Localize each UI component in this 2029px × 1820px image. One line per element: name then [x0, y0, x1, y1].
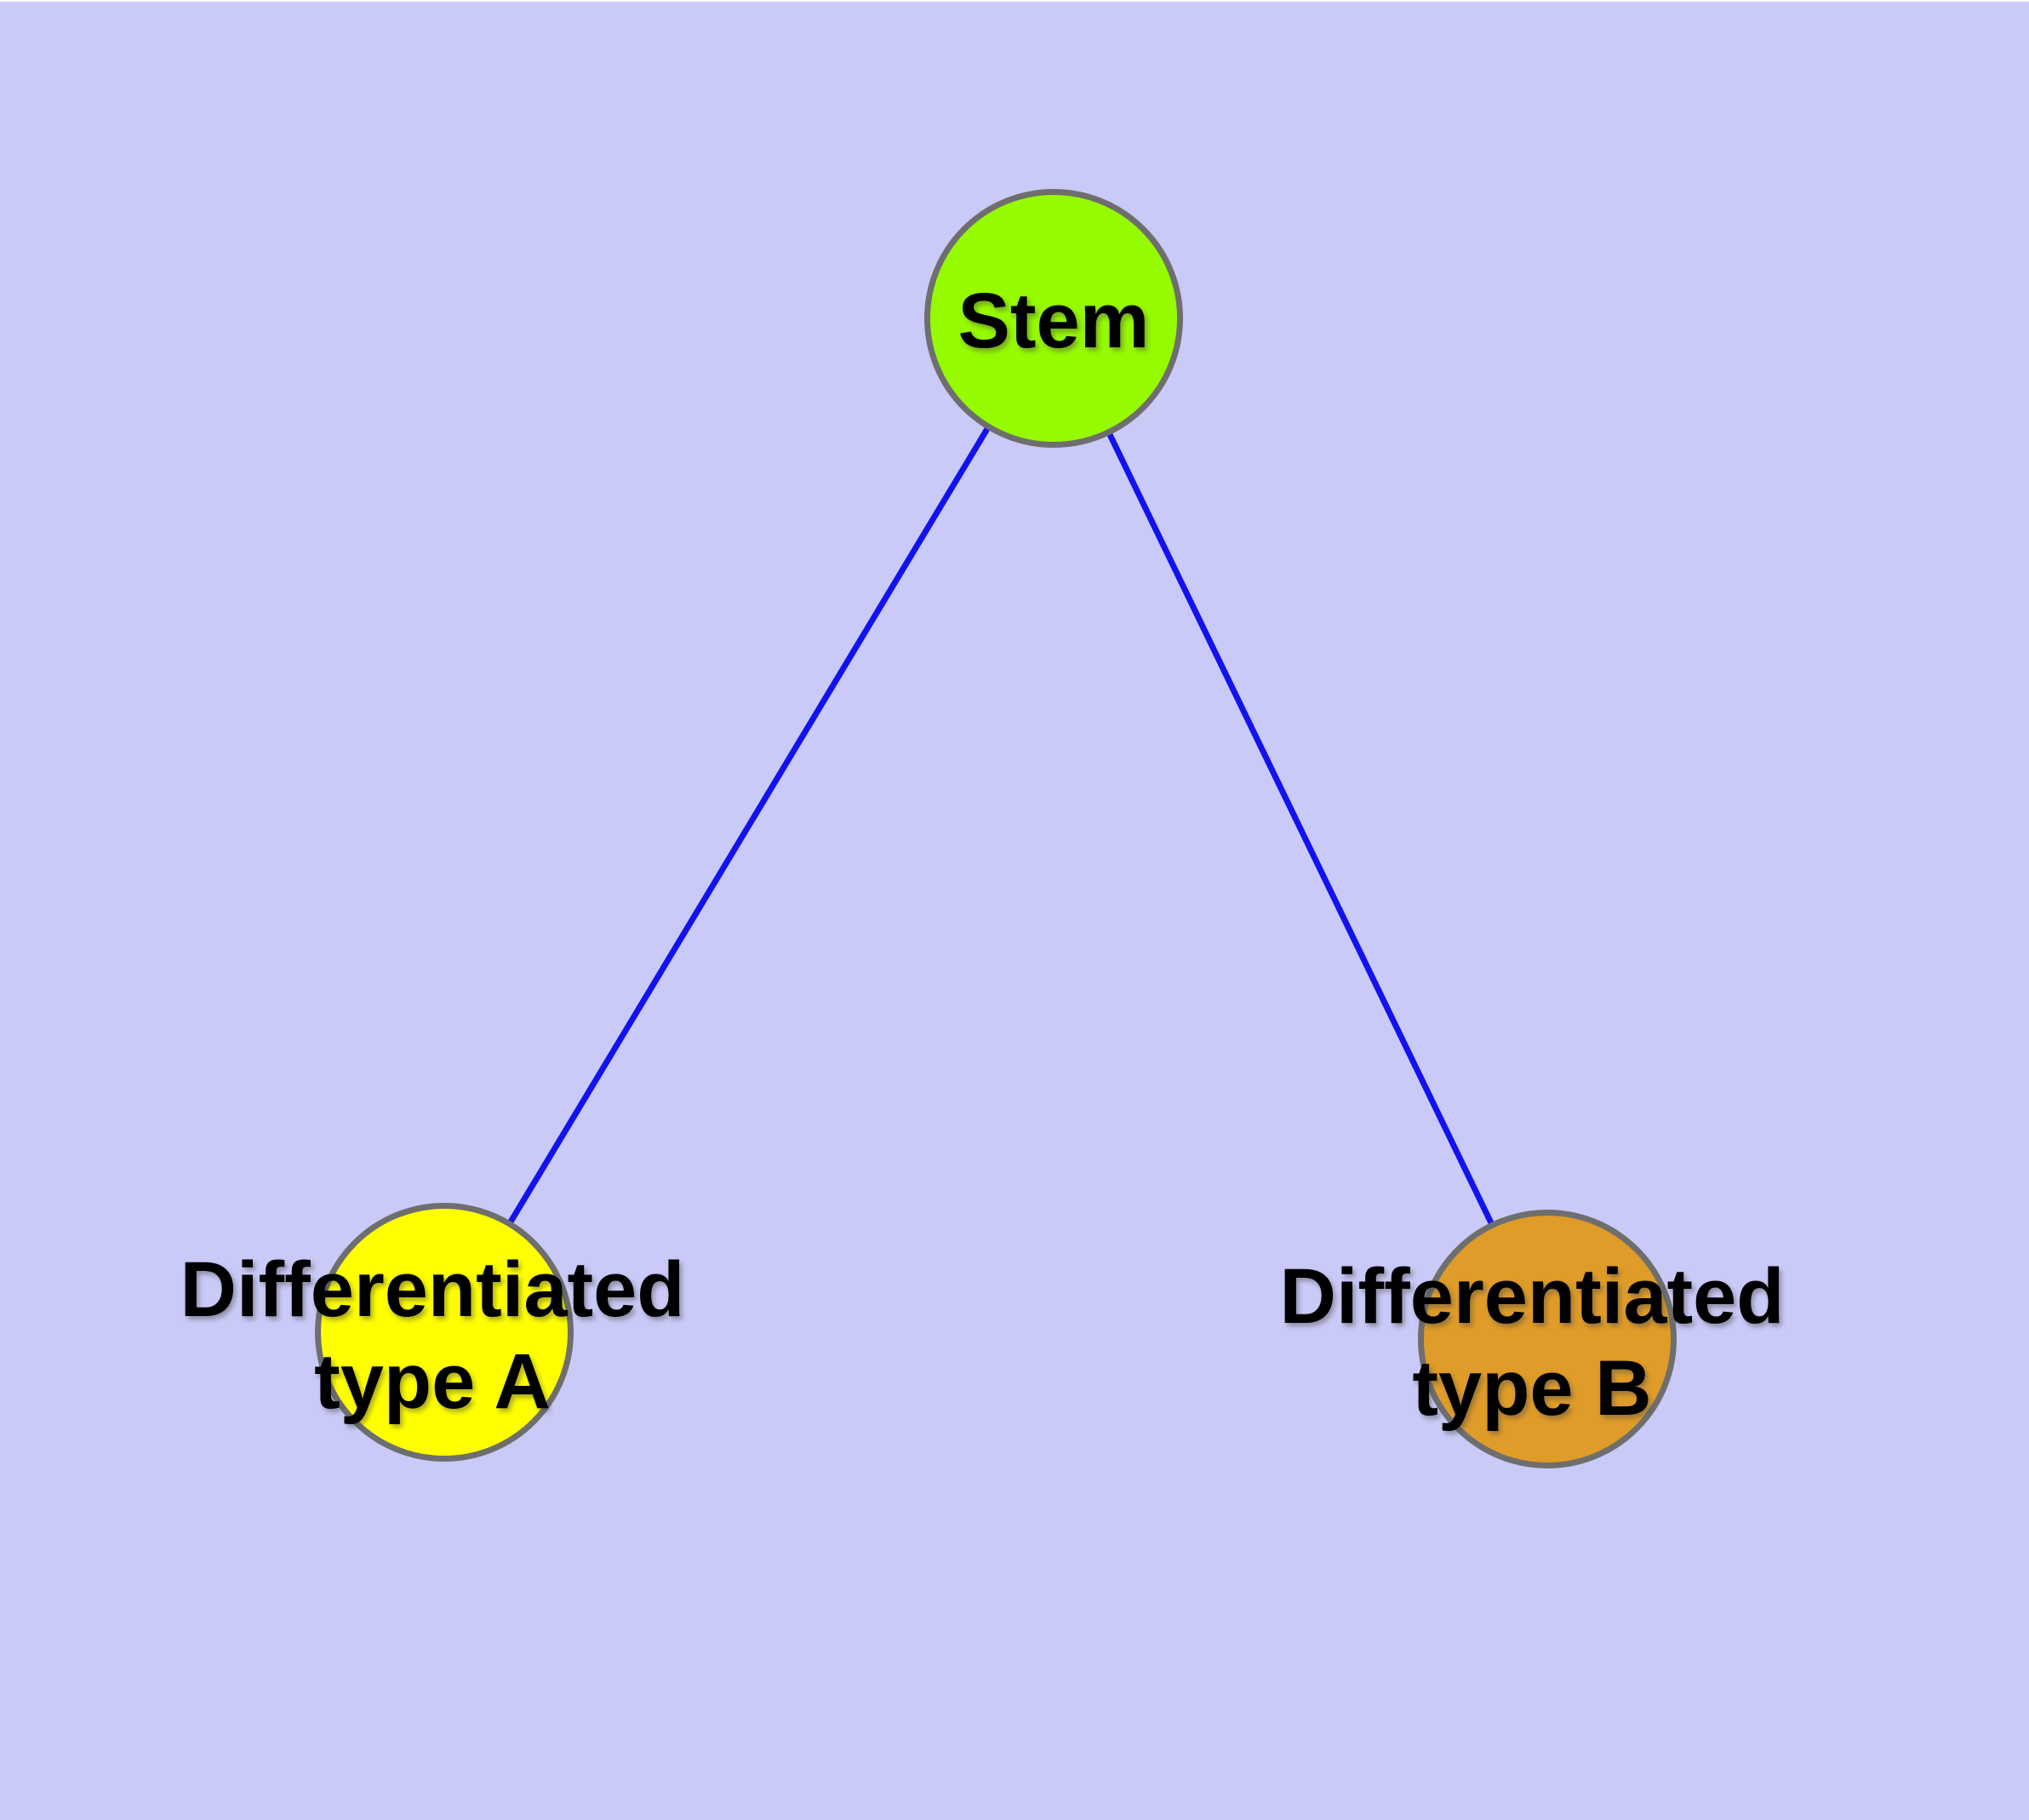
type-a-node-label-line2: type A: [314, 1338, 551, 1425]
stem-node-circle: [924, 189, 1183, 448]
edge-stem-to-type-a: [442, 317, 1056, 1334]
differentiated-type-a-node: Differentiated type A: [180, 1203, 685, 1462]
edge-stem-to-type-b: [1050, 317, 1551, 1341]
differentiated-type-b-node: Differentiated type B: [1280, 1210, 1785, 1468]
type-b-node-label-line1: Differentiated: [1280, 1253, 1785, 1340]
stem-node-label: Stem: [958, 278, 1150, 364]
type-b-node-circle: [1418, 1210, 1677, 1468]
type-b-node-label-line2: type B: [1412, 1345, 1651, 1432]
stem-node: Stem: [924, 189, 1183, 448]
type-a-node-circle: [315, 1203, 574, 1462]
type-a-node-label-line1: Differentiated: [180, 1246, 685, 1333]
